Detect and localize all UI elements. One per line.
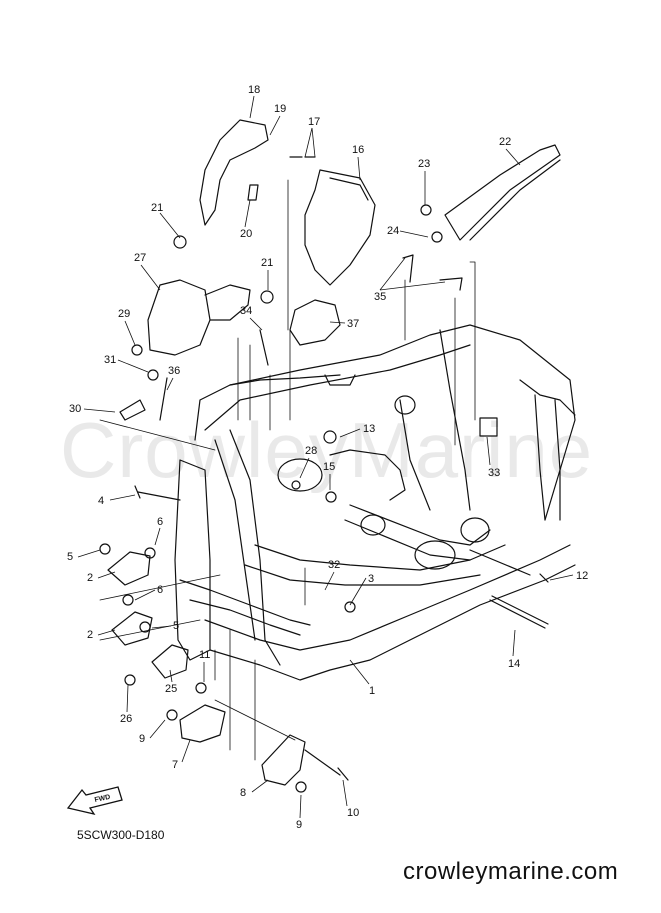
- callout-6a: 6: [157, 516, 163, 528]
- callout-26: 26: [120, 713, 132, 725]
- callout-19: 19: [274, 103, 286, 115]
- callout-37: 37: [347, 318, 359, 330]
- bolt-10: [304, 749, 349, 781]
- callout-13: 13: [363, 423, 375, 435]
- callout-16: 16: [352, 144, 364, 156]
- plate-7: [179, 704, 226, 743]
- callout-31: 31: [104, 354, 116, 366]
- bracket-upper: [199, 119, 269, 226]
- callout-21b: 21: [261, 257, 273, 269]
- callout-24: 24: [387, 225, 399, 237]
- callout-9a: 9: [139, 733, 145, 745]
- callout-28: 28: [305, 445, 317, 457]
- plate-2b: [111, 611, 153, 646]
- fwd-label: FWD: [94, 794, 111, 804]
- callout-35: 35: [374, 291, 386, 303]
- callout-17: 17: [308, 116, 320, 128]
- callout-29: 29: [118, 308, 130, 320]
- callout-9b: 9: [296, 819, 302, 831]
- callout-23: 23: [418, 158, 430, 170]
- stay-22: [444, 144, 561, 241]
- callout-30: 30: [69, 403, 81, 415]
- callout-36: 36: [168, 365, 180, 377]
- callout-4: 4: [98, 495, 104, 507]
- callout-27: 27: [134, 252, 146, 264]
- watermark: CrowleyMarine: [60, 406, 594, 494]
- callout-20: 20: [240, 228, 252, 240]
- callout-21a: 21: [151, 202, 163, 214]
- fwd-arrow-icon: FWD: [66, 786, 123, 816]
- callout-25: 25: [165, 683, 177, 695]
- callout-8: 8: [240, 787, 246, 799]
- callout-2a: 2: [87, 572, 93, 584]
- plate-37: [289, 299, 341, 346]
- bolt-long: [489, 599, 546, 629]
- callout-6b: 6: [157, 584, 163, 596]
- callout-22: 22: [499, 136, 511, 148]
- plate-8: [261, 734, 306, 786]
- bolt-4: [134, 485, 181, 501]
- callout-2b: 2: [87, 629, 93, 641]
- callout-32: 32: [328, 559, 340, 571]
- side-cover: [304, 169, 376, 286]
- callout-33: 33: [488, 467, 500, 479]
- bracket-mount: [147, 279, 211, 356]
- callout-7: 7: [172, 759, 178, 771]
- callout-34: 34: [240, 305, 252, 317]
- callout-5a: 5: [67, 551, 73, 563]
- callout-10: 10: [347, 807, 359, 819]
- callout-14: 14: [508, 658, 520, 670]
- plate-2a: [107, 551, 151, 586]
- diagram-code: 5SCW300-D180: [77, 828, 165, 842]
- callout-18: 18: [248, 84, 260, 96]
- site-url[interactable]: crowleymarine.com: [403, 858, 619, 885]
- bracket-25: [151, 644, 189, 679]
- main-frame: [174, 324, 576, 681]
- callout-11: 11: [199, 649, 210, 661]
- callout-15: 15: [323, 461, 335, 473]
- bolt-12: [469, 549, 549, 583]
- callout-5b: 5: [173, 620, 179, 632]
- callout-3: 3: [368, 573, 374, 585]
- callout-12: 12: [576, 570, 588, 582]
- callout-1: 1: [369, 685, 375, 697]
